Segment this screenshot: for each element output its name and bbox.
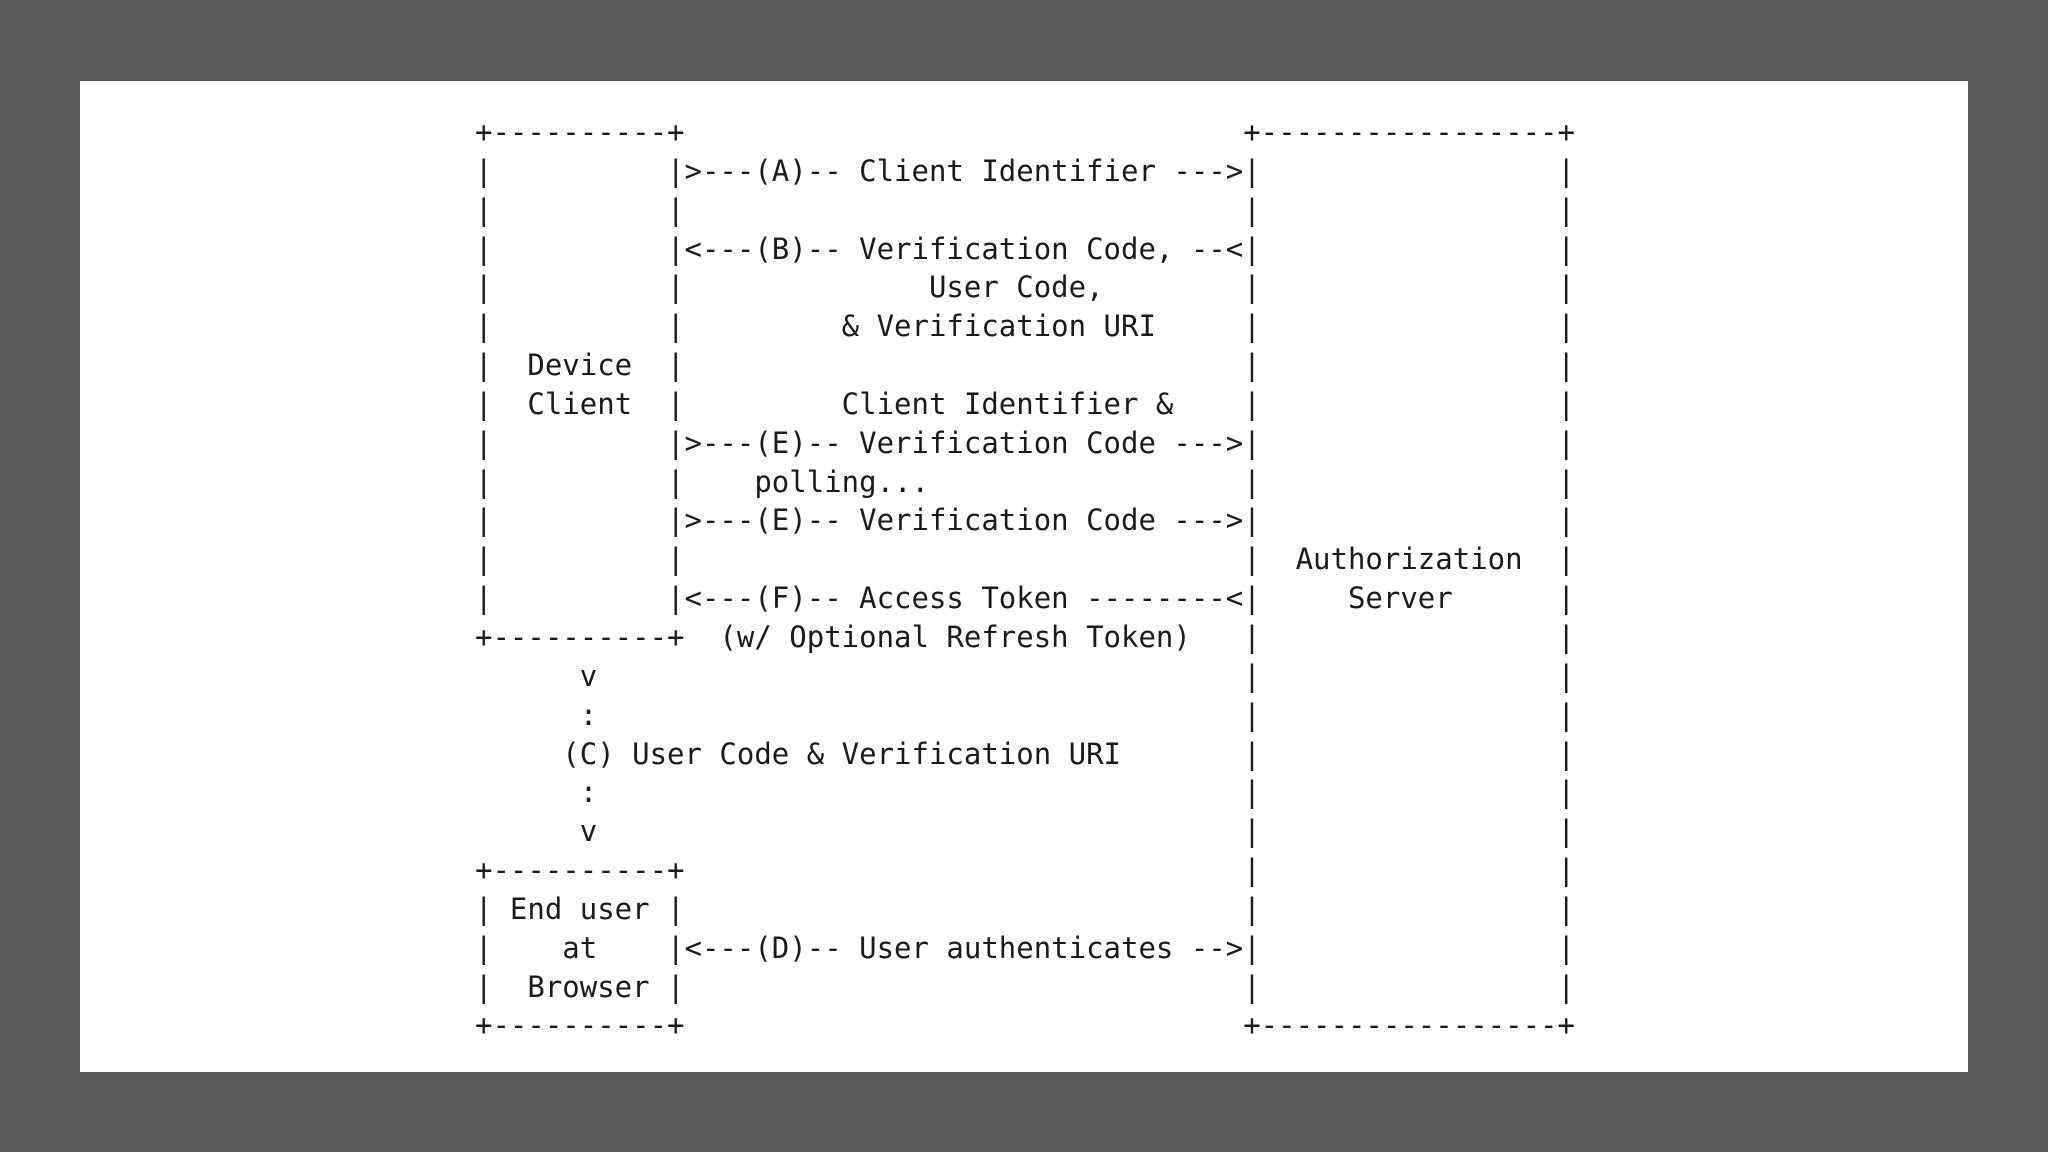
device-flow-ascii-diagram: +----------+ +-----------------+ | |>---(…	[475, 113, 1575, 1045]
diagram-line: | Client | Client Identifier & | |	[475, 386, 1575, 421]
diagram-line: | | | |	[475, 192, 1575, 227]
diagram-line: | | | Authorization |	[475, 542, 1575, 577]
diagram-line: +----------+ +-----------------+	[475, 115, 1575, 149]
diagram-line: : | |	[475, 697, 1575, 732]
diagram-line: +----------+ +-----------------+	[475, 1008, 1575, 1043]
diagram-line: +----------+ (w/ Optional Refresh Token)…	[475, 619, 1575, 654]
diagram-line: | | polling... | |	[475, 464, 1575, 499]
diagram-line: | End user | | |	[475, 891, 1575, 926]
diagram-line: v | |	[475, 814, 1575, 849]
diagram-line: | |>---(A)-- Client Identifier --->| |	[475, 153, 1575, 188]
diagram-line: : | |	[475, 775, 1575, 810]
diagram-line: | Browser | | |	[475, 969, 1575, 1004]
diagram-line: | |<---(F)-- Access Token --------<| Ser…	[475, 581, 1575, 616]
diagram-line: | | User Code, | |	[475, 270, 1575, 305]
diagram-line: | Device | | |	[475, 348, 1575, 383]
diagram-line: | |>---(E)-- Verification Code --->| |	[475, 503, 1575, 538]
diagram-line: | at |<---(D)-- User authenticates -->| …	[475, 930, 1575, 965]
diagram-line: | |<---(B)-- Verification Code, --<| |	[475, 231, 1575, 266]
diagram-line: +----------+ | |	[475, 853, 1575, 888]
diagram-line: | |>---(E)-- Verification Code --->| |	[475, 425, 1575, 460]
slide-card	[80, 81, 1968, 1072]
diagram-line: | | & Verification URI | |	[475, 309, 1575, 344]
diagram-line: (C) User Code & Verification URI | |	[475, 736, 1575, 771]
diagram-line: v | |	[475, 658, 1575, 693]
